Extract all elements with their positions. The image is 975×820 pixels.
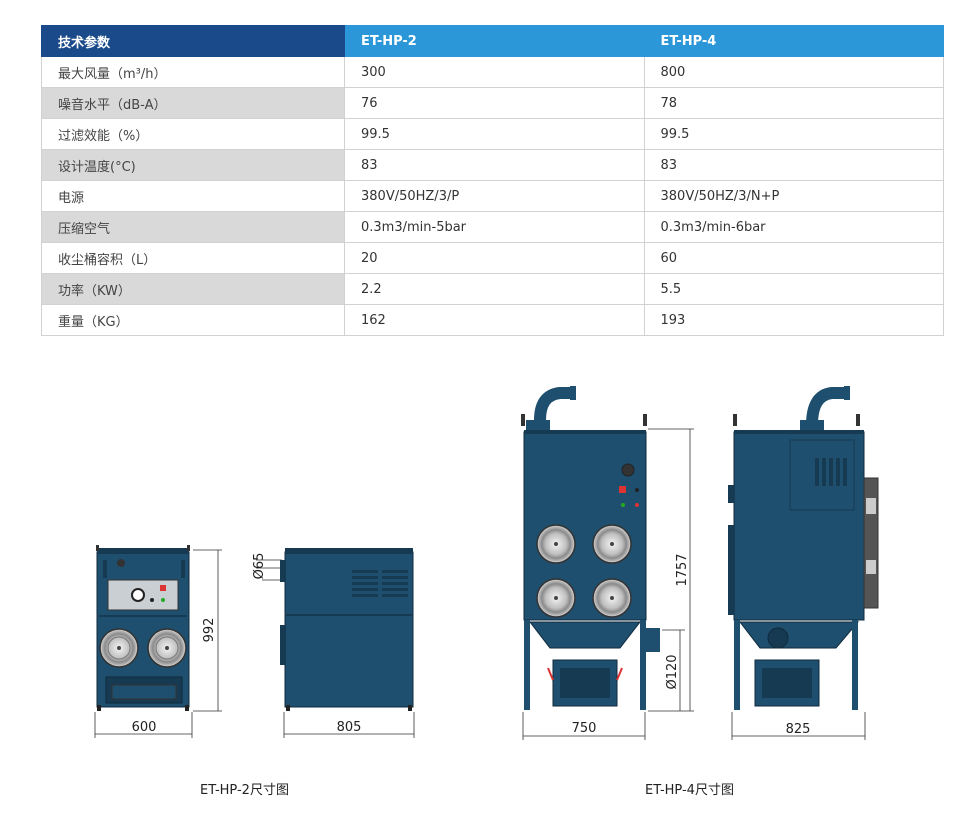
table-row: 设计温度(°C) 83 83 <box>41 149 944 181</box>
row-label: 设计温度(°C) <box>41 149 345 181</box>
table-row: 过滤效能（%） 99.5 99.5 <box>41 118 944 150</box>
table-row: 功率（KW） 2.2 5.5 <box>41 273 944 305</box>
row-value-hp4: 193 <box>643 304 944 336</box>
hp2-front-view <box>96 545 190 711</box>
row-label: 功率（KW） <box>41 273 345 305</box>
table-row: 压缩空气 0.3m3/min-5bar 0.3m3/min-6bar <box>41 211 944 243</box>
hp4-height-label: 1757 <box>675 553 690 586</box>
row-value-hp2: 20 <box>344 242 645 274</box>
row-value-hp2: 300 <box>344 56 645 88</box>
spec-table: 技术参数 ET-HP-2 ET-HP-4 最大风量（m³/h） 300 800 … <box>41 25 944 336</box>
row-value-hp4: 78 <box>643 87 944 119</box>
hp4-width-label: 750 <box>572 721 597 736</box>
row-value-hp2: 162 <box>344 304 645 336</box>
hp4-side-view <box>728 386 879 710</box>
row-label: 收尘桶容积（L） <box>41 242 345 274</box>
header-param: 技术参数 <box>41 25 345 57</box>
row-value-hp4: 60 <box>643 242 944 274</box>
row-label: 最大风量（m³/h） <box>41 56 345 88</box>
table-row: 重量（KG） 162 193 <box>41 304 944 336</box>
row-value-hp2: 83 <box>344 149 645 181</box>
row-label: 重量（KG） <box>41 304 345 336</box>
hp2-depth-label: 805 <box>337 720 362 735</box>
hp2-caption: ET-HP-2尺寸图 <box>200 783 289 798</box>
table-header-row: 技术参数 ET-HP-2 ET-HP-4 <box>41 25 944 57</box>
row-label: 压缩空气 <box>41 211 345 243</box>
row-value-hp4: 0.3m3/min-6bar <box>643 211 944 243</box>
row-value-hp4: 5.5 <box>643 273 944 305</box>
row-value-hp2: 0.3m3/min-5bar <box>344 211 645 243</box>
row-value-hp4: 800 <box>643 56 944 88</box>
row-label: 噪音水平（dB-A） <box>41 87 345 119</box>
table-row: 最大风量（m³/h） 300 800 <box>41 56 944 88</box>
hp4-depth-label: 825 <box>786 722 811 737</box>
hp4-pipe-label: Ø120 <box>665 654 680 689</box>
row-value-hp4: 83 <box>643 149 944 181</box>
row-value-hp2: 2.2 <box>344 273 645 305</box>
hp2-width-label: 600 <box>132 720 157 735</box>
hp4-front-view <box>521 386 660 710</box>
row-label: 过滤效能（%） <box>41 118 345 150</box>
row-value-hp2: 99.5 <box>344 118 645 150</box>
hp2-side-view <box>280 548 414 711</box>
table-row: 噪音水平（dB-A） 76 78 <box>41 87 944 119</box>
row-label: 电源 <box>41 180 345 212</box>
hp2-pipe-label: Ø65 <box>252 553 267 580</box>
hp2-height-label: 992 <box>202 618 217 643</box>
hp4-caption: ET-HP-4尺寸图 <box>645 783 734 798</box>
row-value-hp2: 76 <box>344 87 645 119</box>
table-row: 收尘桶容积（L） 20 60 <box>41 242 944 274</box>
row-value-hp4: 380V/50HZ/3/N+P <box>643 180 944 212</box>
